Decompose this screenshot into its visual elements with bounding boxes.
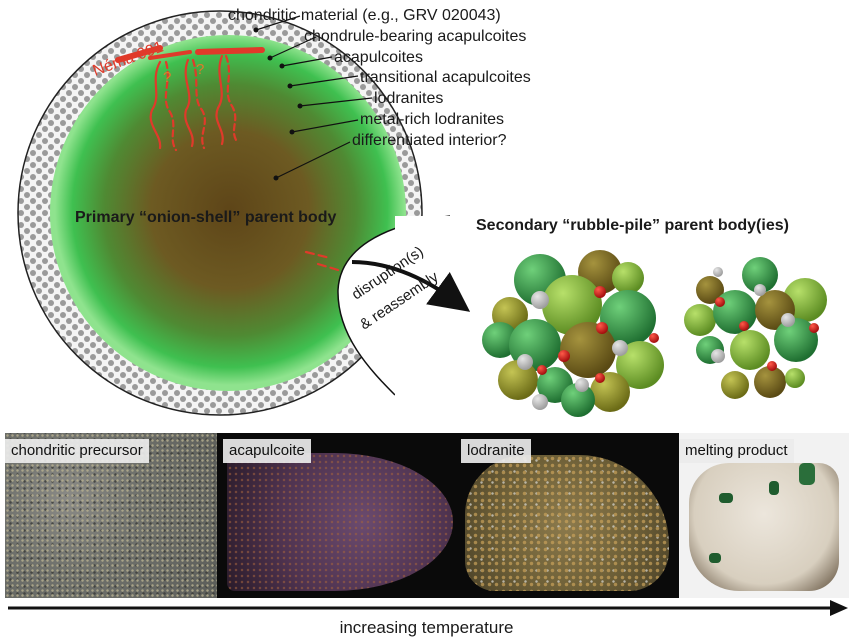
panel-chondritic-precursor: chondritic precursor xyxy=(5,433,217,598)
layer-label-chondrule-bearing: chondrule-bearing acapulcoites xyxy=(304,28,526,45)
rubble-pile-large xyxy=(482,250,664,417)
differentiated-body-gradient xyxy=(50,35,406,391)
layer-label-interior: differentiated interior? xyxy=(352,132,507,149)
layer-label-chondritic: chondritic material (e.g., GRV 020043) xyxy=(228,7,501,24)
panel-label-melting: melting product xyxy=(679,439,794,463)
panel-acapulcoite: acapulcoite xyxy=(223,433,459,598)
layer-label-lodranites: lodranites xyxy=(374,90,443,107)
panel-label-lodranite: lodranite xyxy=(461,439,531,463)
primary-parent-body xyxy=(17,10,423,416)
layer-label-metal-rich: metal-rich lodranites xyxy=(360,111,504,128)
panel-melting-product: melting product xyxy=(679,433,849,598)
panel-label-acapulcoite: acapulcoite xyxy=(223,439,311,463)
layer-leader-lines xyxy=(255,15,373,179)
question-mark-1: ? xyxy=(163,69,171,86)
temperature-arrowhead xyxy=(830,600,848,616)
sample-photo-strip: chondritic precursor acapulcoite lodrani… xyxy=(5,433,849,598)
layer-label-acapulcoites: acapulcoites xyxy=(334,49,423,66)
nema-veins xyxy=(115,45,340,272)
primary-body-title: Primary “onion-shell” parent body xyxy=(75,209,336,226)
layer-labels: chondritic material (e.g., GRV 020043) c… xyxy=(228,7,531,149)
panel-lodranite: lodranite xyxy=(461,433,677,598)
disruption-arrow xyxy=(351,260,471,312)
panel-label-chondritic: chondritic precursor xyxy=(5,439,149,463)
layer-label-transitional: transitional acapulcoites xyxy=(360,69,531,86)
temperature-axis-label: increasing temperature xyxy=(339,618,514,637)
question-mark-2: ? xyxy=(196,61,204,78)
layer-leader-dots xyxy=(253,27,303,181)
rubble-pile-small xyxy=(684,257,827,399)
secondary-body-title: Secondary “rubble-pile” parent body(ies) xyxy=(476,217,789,234)
